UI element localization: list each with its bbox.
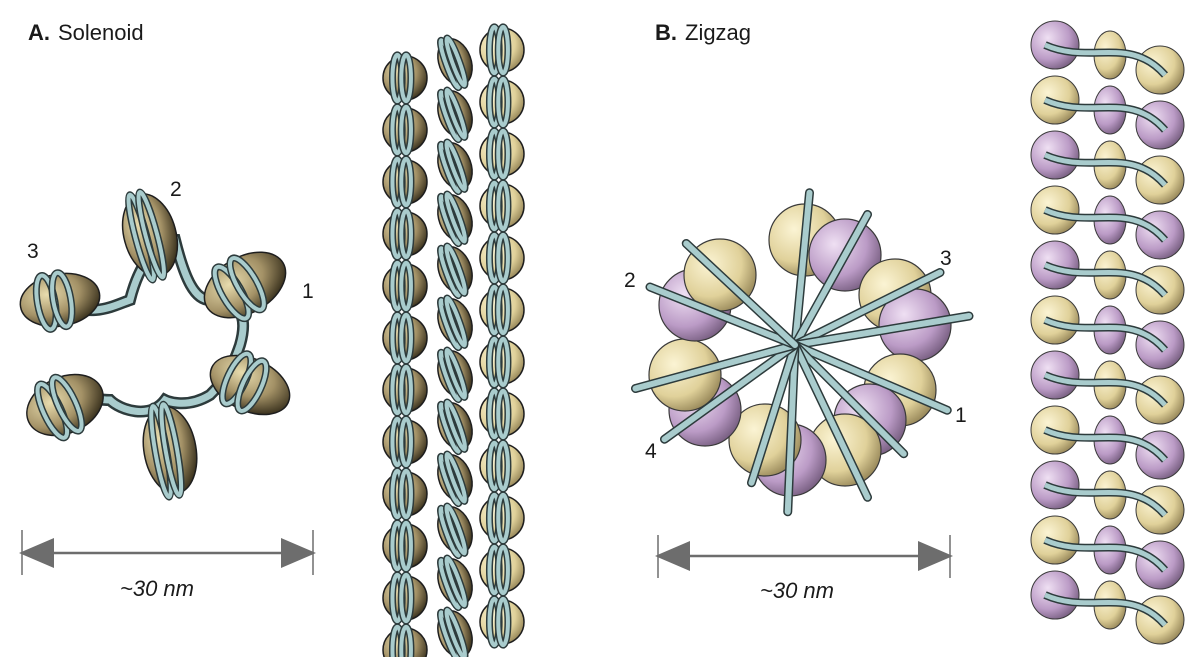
- zigzag-label-2: 2: [624, 269, 636, 292]
- fiber-nucleosome: [431, 189, 478, 247]
- fiber-nucleosome: [383, 627, 427, 657]
- fiber-nucleosome: [480, 183, 524, 229]
- fiber-nucleosome: [480, 495, 524, 541]
- fiber-nucleosome: [383, 211, 427, 257]
- fiber-nucleosome: [431, 553, 478, 611]
- panel-a-title: A. Solenoid: [28, 20, 144, 45]
- solenoid-fiber: [383, 27, 524, 657]
- solenoid-nucleosomes: [16, 186, 300, 500]
- fiber-nucleosome: [480, 235, 524, 281]
- fiber-nucleosome: [431, 33, 478, 91]
- fiber-nucleosome: [383, 367, 427, 413]
- solenoid-label-1: 1: [302, 280, 314, 303]
- fiber-nucleosome: [383, 107, 427, 153]
- zigzag-top-view: [636, 193, 970, 512]
- zigzag-fiber: [1031, 21, 1184, 644]
- fiber-nucleosome: [431, 85, 478, 143]
- solenoid-nucleosome: [16, 361, 113, 448]
- zigzag-label-4: 4: [645, 440, 657, 463]
- solenoid-nucleosome: [16, 266, 104, 334]
- fiber-nucleosome: [431, 241, 478, 299]
- fiber-nucleosome: [383, 523, 427, 569]
- fiber-nucleosome: [431, 501, 478, 559]
- fiber-nucleosome: [383, 263, 427, 309]
- fiber-nucleosome: [480, 339, 524, 385]
- fiber-nucleosome: [383, 471, 427, 517]
- fiber-nucleosome: [383, 55, 427, 101]
- fiber-nucleosome: [383, 315, 427, 361]
- fiber-nucleosome: [480, 131, 524, 177]
- panel-b-title: B. Zigzag: [655, 20, 751, 45]
- solenoid-label-2: 2: [170, 178, 182, 201]
- zigzag-scale-label: ~30 nm: [760, 578, 834, 603]
- fiber-nucleosome: [480, 599, 524, 645]
- fiber-nucleosome: [480, 27, 524, 73]
- zigzag-label-1: 1: [955, 404, 967, 427]
- fiber-nucleosome: [480, 391, 524, 437]
- fiber-nucleosome: [431, 345, 478, 403]
- zigzag-label-3: 3: [940, 247, 952, 270]
- fiber-nucleosome: [383, 419, 427, 465]
- solenoid-scale-label: ~30 nm: [120, 576, 194, 601]
- fiber-nucleosome: [431, 293, 478, 351]
- fiber-nucleosome: [480, 547, 524, 593]
- fiber-nucleosome: [383, 575, 427, 621]
- solenoid-nucleosome: [192, 238, 298, 333]
- fiber-nucleosome: [383, 159, 427, 205]
- fiber-nucleosome: [431, 605, 478, 657]
- fiber-nucleosome: [431, 449, 478, 507]
- solenoid-nucleosome: [200, 343, 299, 428]
- fiber-nucleosome: [431, 397, 478, 455]
- fiber-nucleosome: [431, 137, 478, 195]
- fiber-nucleosome: [480, 443, 524, 489]
- fiber-nucleosome: [480, 79, 524, 125]
- solenoid-label-3: 3: [27, 240, 39, 263]
- fiber-nucleosome: [480, 287, 524, 333]
